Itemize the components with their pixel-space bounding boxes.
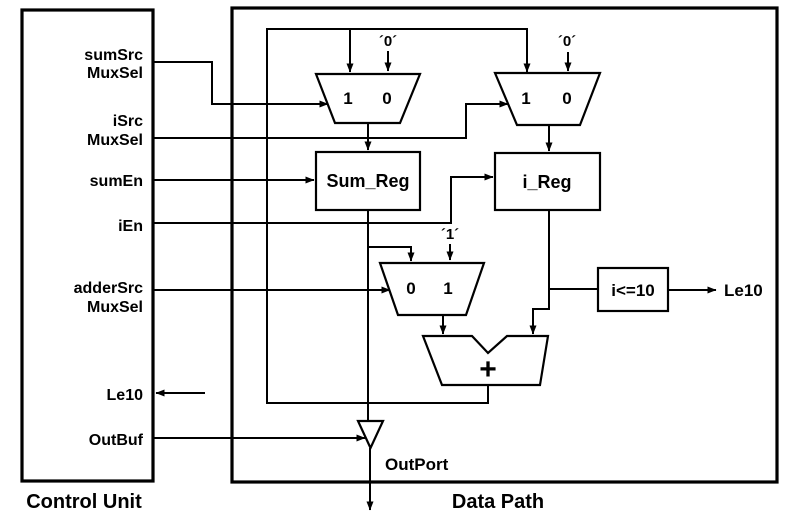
outport-tristate-buffer-icon <box>356 419 385 451</box>
adder-mux-input1-label: 1 <box>443 279 452 298</box>
comparator-box <box>596 266 670 313</box>
adder-shape <box>421 334 550 387</box>
label-outbuf: OutBuf <box>89 432 144 449</box>
i-mux-input1-label: 1 <box>521 89 530 108</box>
adder-mux-constant-label: ´1´ <box>441 226 459 243</box>
comparator-label: i<=10 <box>611 281 655 300</box>
control-unit-caption: Control Unit <box>26 491 142 513</box>
sum-mux-shape <box>314 72 422 125</box>
wire-i-reg-to-adder <box>529 210 550 335</box>
sum-mux-constant-label: ´0´ <box>379 33 397 50</box>
wire-sumsrc-muxsel <box>153 61 329 108</box>
label-sumsrc: sumSrc <box>84 47 143 64</box>
wire-ien <box>153 173 494 224</box>
wire-sum-to-adder-mux <box>368 246 415 262</box>
label-ien: iEn <box>118 218 143 235</box>
i-mux-shape <box>493 71 602 127</box>
label-sumen: sumEn <box>90 173 143 190</box>
i-mux-constant-label: ´0´ <box>558 33 576 50</box>
i-mux-input0-label: 0 <box>562 89 571 108</box>
i-reg-label: i_Reg <box>522 172 571 192</box>
data-path-box <box>230 6 779 484</box>
adder-mux-shape <box>378 261 486 317</box>
i-reg-box <box>493 151 602 212</box>
label-sumsrc-muxsel: MuxSel <box>87 65 143 82</box>
outport-label: OutPort <box>385 455 449 474</box>
data-path-caption: Data Path <box>452 491 544 513</box>
label-addersrc: adderSrc <box>74 280 143 297</box>
sum-mux-input0-label: 0 <box>382 89 391 108</box>
wire-isrc-muxsel <box>153 100 509 139</box>
sum-reg-box <box>314 150 422 212</box>
adder-mux-input0-label: 0 <box>406 279 415 298</box>
label-isrc: iSrc <box>113 113 143 130</box>
label-le10-input: Le10 <box>107 387 144 404</box>
label-isrc-muxsel: MuxSel <box>87 132 143 149</box>
adder-plus-label: + <box>479 353 497 386</box>
label-addersrc-muxsel: MuxSel <box>87 299 143 316</box>
control-unit-box <box>20 8 155 483</box>
sum-reg-label: Sum_Reg <box>326 171 409 191</box>
sum-mux-input1-label: 1 <box>343 89 352 108</box>
wire-adder-feedback-to-i-mux <box>266 28 531 404</box>
le10-output-label: Le10 <box>724 281 763 300</box>
